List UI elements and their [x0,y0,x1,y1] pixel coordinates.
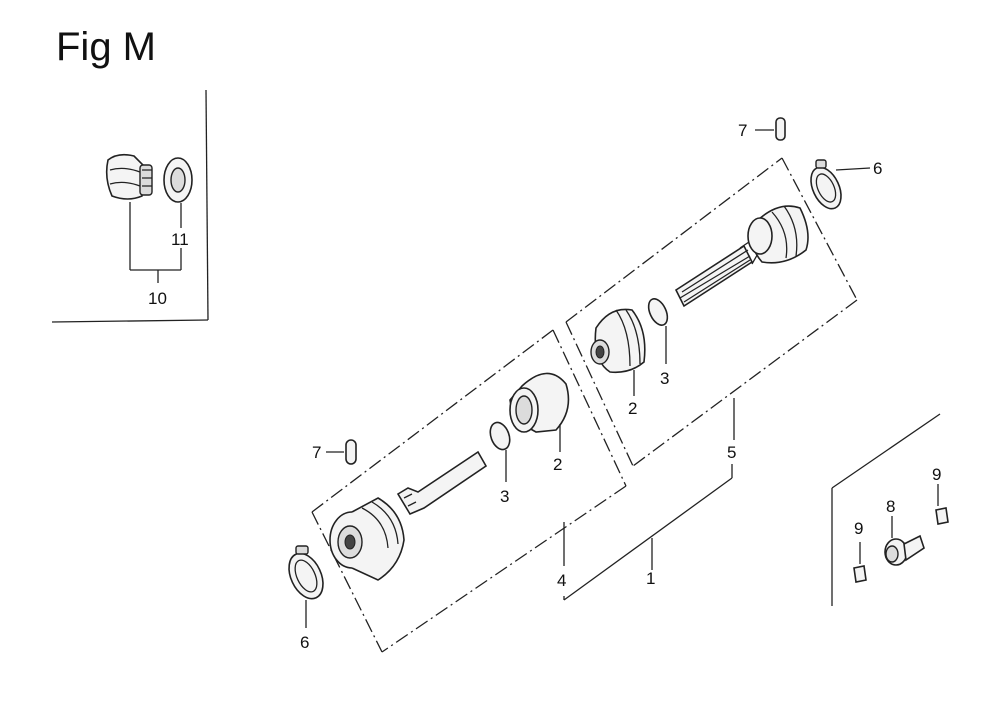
inset-frame-top-left [51,89,209,323]
oil-seal-cap-part [105,153,153,200]
bolt-part-9-right [935,507,949,525]
figure-title: Fig M [56,25,156,69]
left-pin-7 [326,439,357,465]
callout-6-left: 6 [300,633,309,652]
right-cv-joint-housing [747,205,809,264]
callout-4: 4 [557,571,566,590]
callout-2-right: 2 [628,399,637,418]
callout-3-left: 3 [500,487,509,506]
callout-11: 11 [171,230,189,249]
right-pin-7 [755,117,786,141]
left-boot-ring-3 [489,421,511,451]
callout-5: 5 [727,443,736,462]
left-cv-shaft [396,450,488,516]
callout-7-right: 7 [738,121,747,140]
leader-lines-10-11 [129,202,182,283]
left-clamp-6 [288,545,324,600]
assembly-4-frame [311,329,627,653]
right-clamp-6 [810,159,842,210]
inset-frame-bottom-right [831,413,941,606]
callout-6-right: 6 [873,159,882,178]
callout-8: 8 [886,497,895,516]
bushing-part-8 [884,534,925,566]
oil-seal-ring-part [163,157,193,203]
callout-10: 10 [148,289,167,308]
bolt-part-9-left [853,565,867,583]
assembly-5-frame [565,157,858,467]
right-boot-ring-3 [647,298,669,326]
callout-9-left: 9 [854,519,863,538]
callout-2-left: 2 [553,455,562,474]
left-cv-joint-housing [329,497,405,581]
callout-7-left: 7 [312,443,321,462]
callout-9-right: 9 [932,465,941,484]
left-boot-2 [509,372,570,433]
callout-1: 1 [646,569,655,588]
leader-lines-main [305,167,939,628]
right-spline-shaft [674,239,761,308]
callout-3-right: 3 [660,369,669,388]
right-boot-2 [590,308,646,374]
